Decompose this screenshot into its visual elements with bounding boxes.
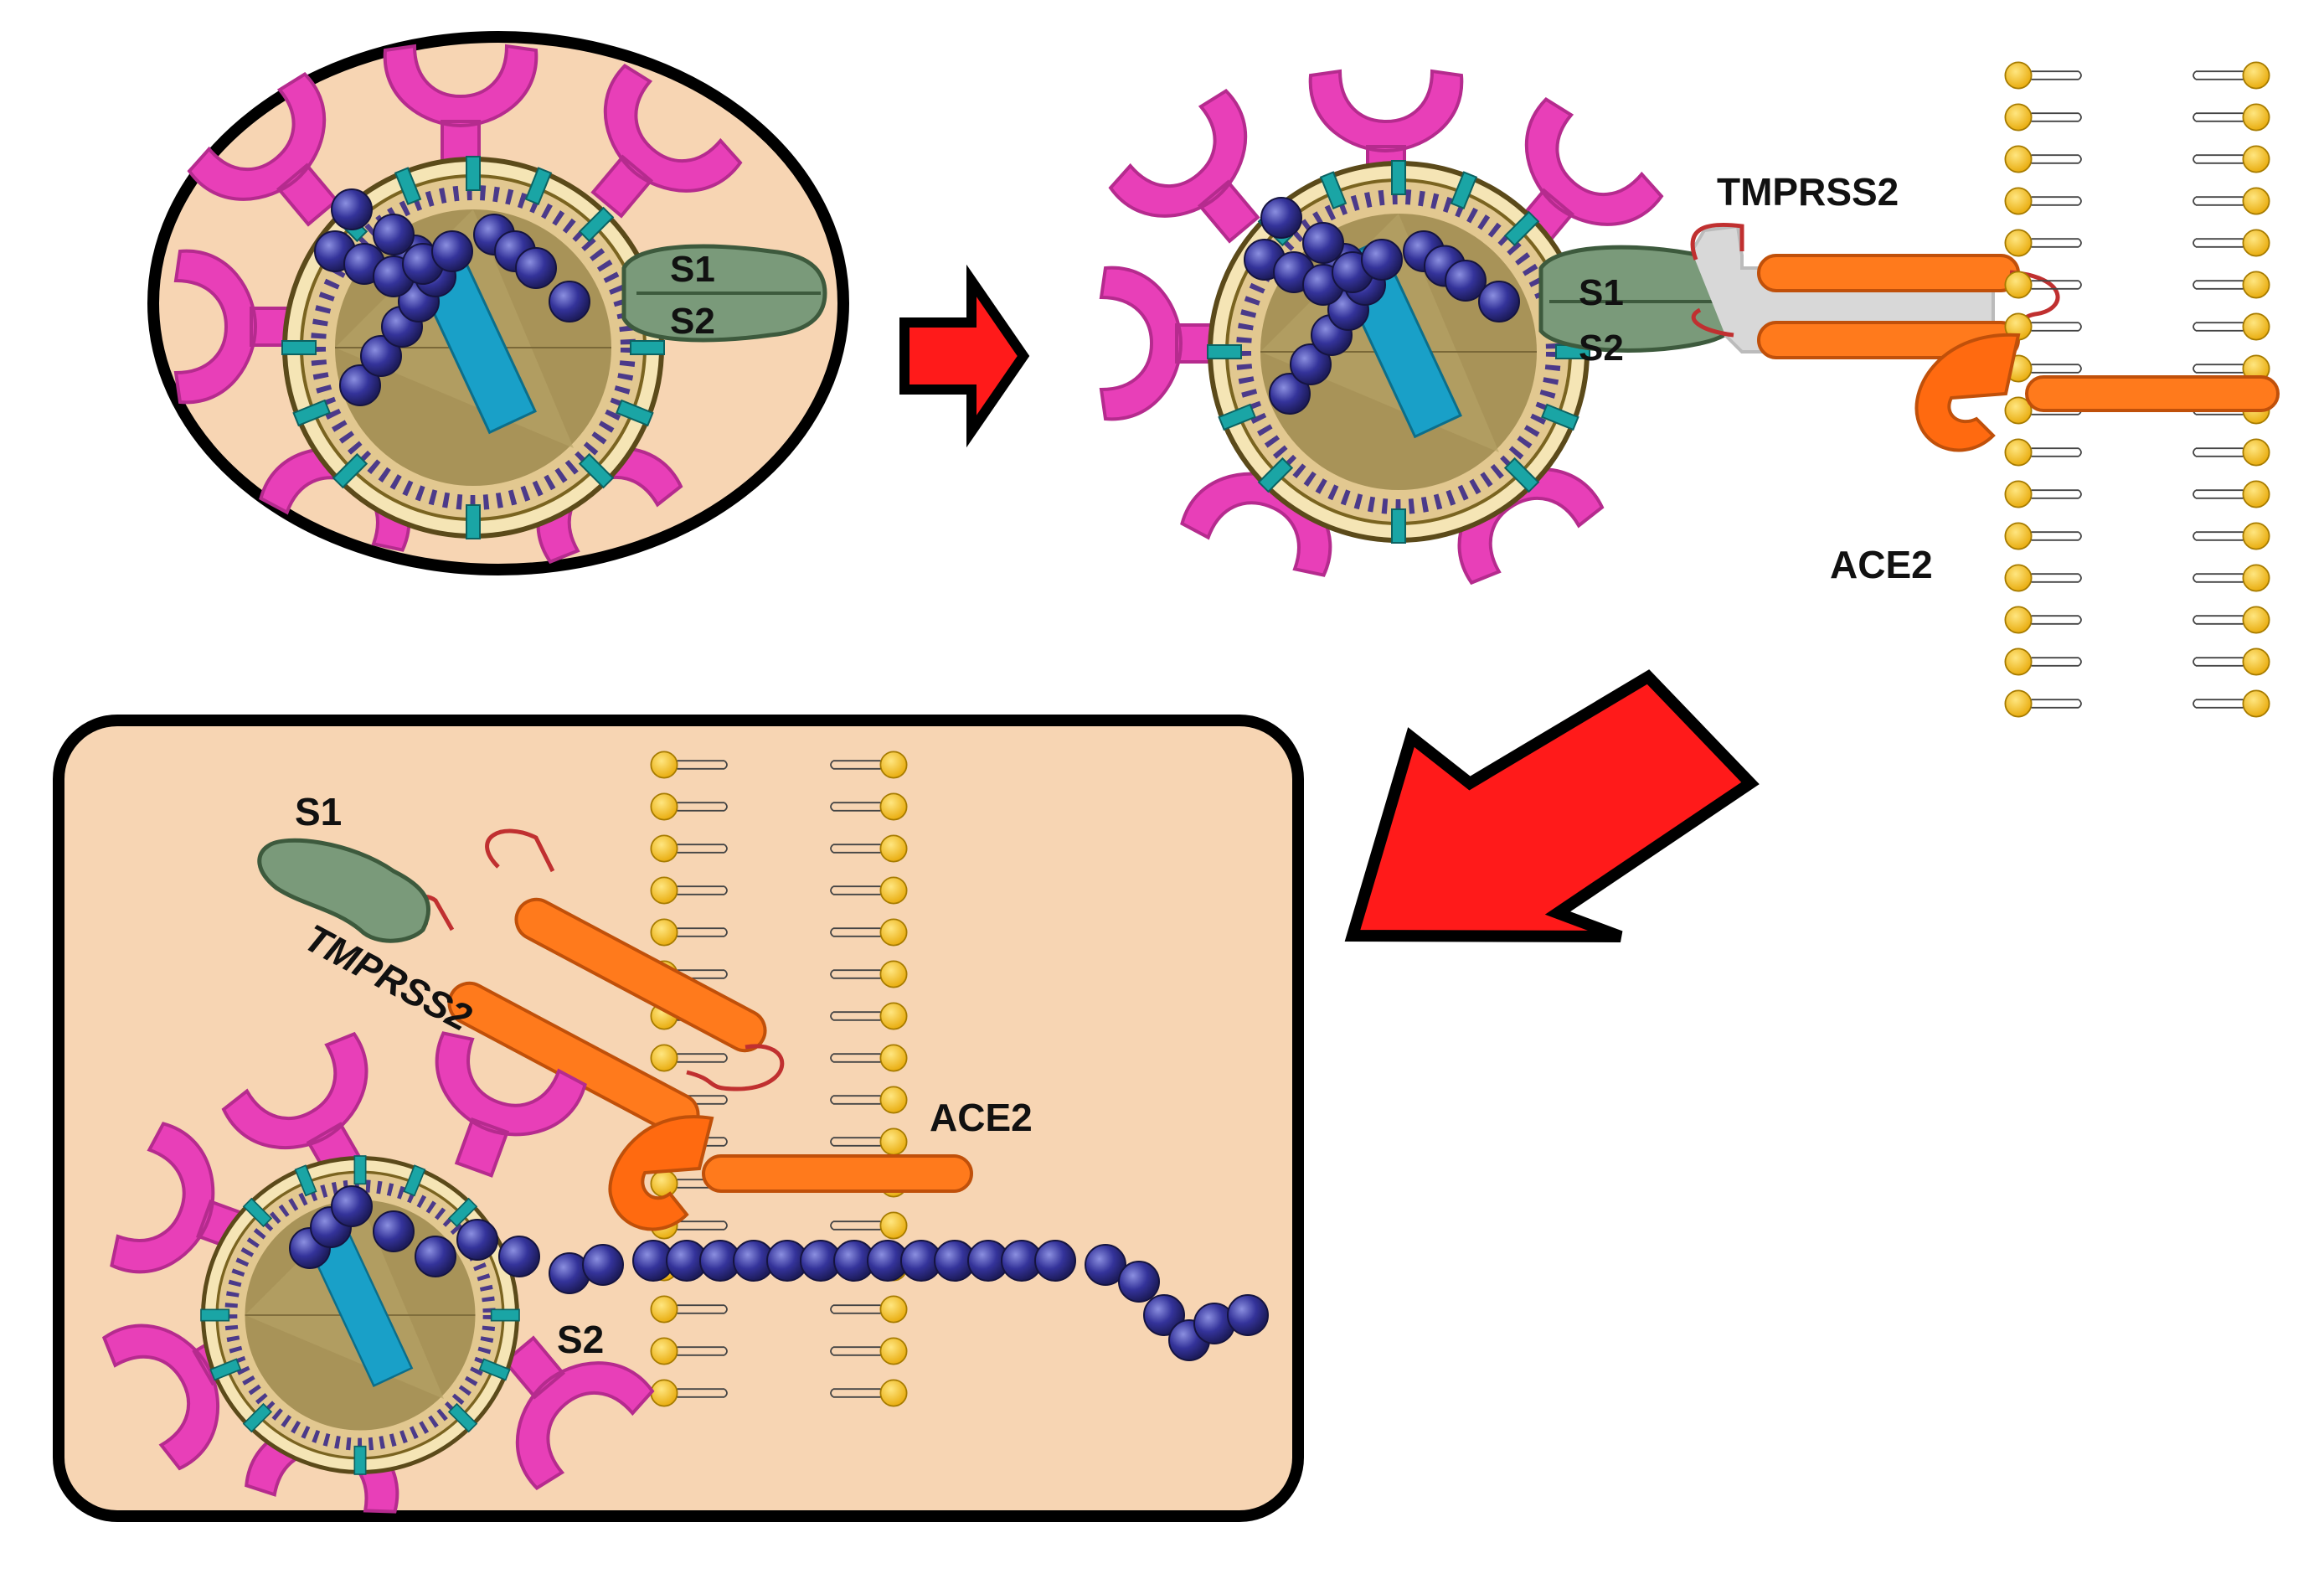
tmprss2-label: TMPRSS2 bbox=[1717, 170, 1899, 214]
s2-label: S2 bbox=[670, 301, 715, 342]
lipid-molecule bbox=[2193, 564, 2270, 592]
rna-bead bbox=[456, 1219, 498, 1261]
rna-bead bbox=[549, 281, 590, 323]
transition-arrow-icon bbox=[899, 264, 1030, 448]
s1-s2-protein: S1 S2 bbox=[621, 244, 827, 343]
lipid-molecule bbox=[2004, 438, 2082, 467]
rna-bead bbox=[1361, 239, 1403, 281]
lipid-molecule bbox=[2193, 648, 2270, 676]
ace2-label: ACE2 bbox=[1830, 543, 1933, 586]
rna-bead bbox=[373, 214, 415, 255]
ace2-label-stage3: ACE2 bbox=[930, 1096, 1033, 1139]
rna-strand-icon bbox=[1244, 197, 1520, 415]
rna-bead bbox=[339, 364, 381, 406]
lipid-molecule bbox=[2004, 689, 2082, 718]
lipid-molecule bbox=[2004, 606, 2082, 634]
rna-bead bbox=[373, 1210, 415, 1252]
lipid-molecule bbox=[2193, 145, 2270, 173]
lipid-molecule bbox=[2193, 229, 2270, 257]
stage-1-virion-group: S1 S2 bbox=[147, 31, 849, 575]
rna-bead bbox=[431, 230, 473, 272]
rna-bead bbox=[498, 1236, 540, 1277]
rna-bead bbox=[331, 1185, 373, 1227]
rna-bead bbox=[582, 1244, 624, 1286]
lipid-molecule bbox=[2004, 145, 2082, 173]
rna-bead bbox=[1478, 281, 1520, 323]
rna-bead bbox=[1269, 373, 1311, 415]
spike-protein-icon bbox=[1100, 266, 1224, 421]
rna-bead bbox=[515, 247, 557, 289]
rna-bead bbox=[1445, 260, 1487, 302]
lipid-molecule bbox=[2004, 522, 2082, 550]
lipid-molecule bbox=[2004, 229, 2082, 257]
rna-strand-icon bbox=[289, 1185, 1269, 1361]
lipid-molecule bbox=[2004, 564, 2082, 592]
lipid-molecule bbox=[2193, 689, 2270, 718]
lipid-molecule bbox=[2004, 480, 2082, 508]
ace2-receptor-icon bbox=[1914, 333, 2280, 452]
lipid-molecule bbox=[2193, 187, 2270, 215]
lipid-molecule bbox=[2193, 61, 2270, 90]
lipid-molecule bbox=[2004, 103, 2082, 132]
rna-bead bbox=[331, 188, 373, 230]
rna-bead bbox=[1227, 1294, 1269, 1336]
stage-3-fusion-group: S1 TMPRSS2 ACE2 S2 bbox=[53, 715, 1304, 1522]
s1-label-stage2: S1 bbox=[1579, 272, 1624, 313]
rna-bead bbox=[360, 335, 402, 377]
lipid-molecule bbox=[2004, 187, 2082, 215]
rna-bead bbox=[1290, 343, 1332, 385]
rna-bead bbox=[1302, 222, 1344, 264]
s2-label-stage3: S2 bbox=[557, 1318, 604, 1361]
rna-bead bbox=[1118, 1261, 1160, 1303]
s1-protein bbox=[257, 838, 431, 943]
rna-bead bbox=[1034, 1240, 1076, 1282]
lipid-molecule bbox=[2193, 480, 2270, 508]
stage-2-binding-group: S1 S2 TMPRSS2 ACE2 bbox=[1100, 61, 2280, 718]
rna-bead bbox=[1260, 197, 1302, 239]
lipid-molecule bbox=[2193, 606, 2270, 634]
lipid-molecule bbox=[2193, 522, 2270, 550]
s2-label-stage2: S2 bbox=[1579, 328, 1624, 369]
s1-label-stage3: S1 bbox=[295, 790, 342, 833]
rna-bead bbox=[1143, 1294, 1185, 1336]
tmprss2-protease-icon bbox=[408, 828, 785, 1137]
s1-label: S1 bbox=[670, 249, 715, 290]
lipid-molecule bbox=[2004, 61, 2082, 90]
lipid-molecule bbox=[2193, 103, 2270, 132]
transition-arrow-icon bbox=[1344, 669, 1760, 942]
lipid-molecule bbox=[2193, 271, 2270, 299]
rna-bead bbox=[415, 1236, 456, 1277]
lipid-molecule bbox=[2193, 438, 2270, 467]
rna-bead bbox=[1085, 1244, 1126, 1286]
lipid-molecule bbox=[2193, 312, 2270, 341]
rna-strand-icon bbox=[314, 188, 590, 406]
lipid-molecule bbox=[2004, 271, 2082, 299]
ace2-receptor-icon bbox=[608, 1115, 973, 1231]
lipid-molecule bbox=[2004, 648, 2082, 676]
